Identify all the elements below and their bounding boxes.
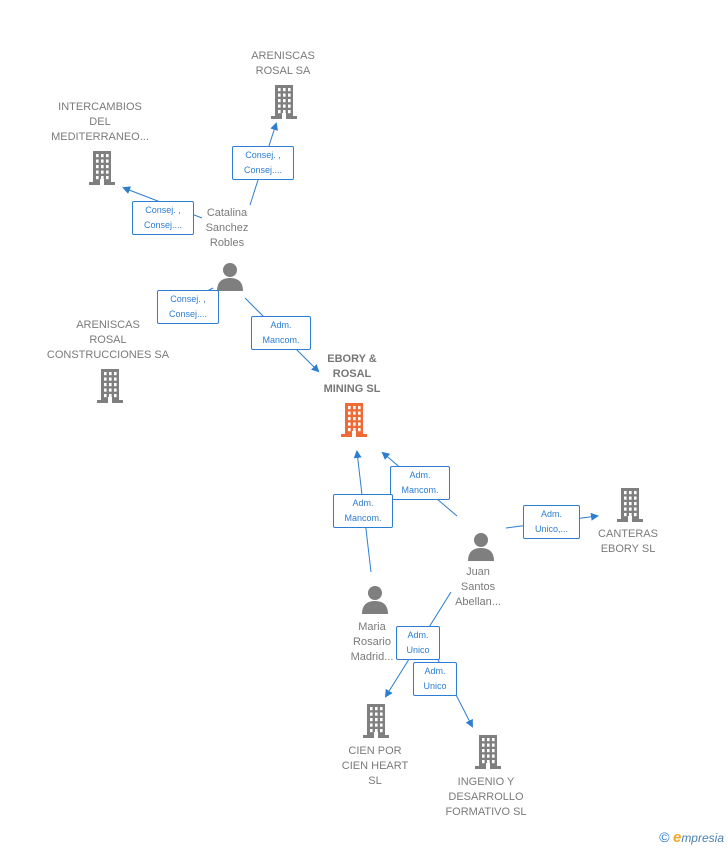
role-badge[interactable]: Adm. Mancom. [390, 466, 450, 500]
building-icon[interactable] [473, 735, 503, 769]
person-icon[interactable] [466, 531, 496, 561]
empresia-logo: © empresia [659, 829, 724, 846]
node-canteras-label[interactable]: CANTERAS EBORY SL [598, 528, 658, 555]
node-intercambios-label[interactable]: INTERCAMBIOS DEL MEDITERRANEO... [51, 101, 149, 143]
role-badge[interactable]: Consej. , Consej.... [132, 201, 194, 235]
node-cien-label[interactable]: CIEN POR CIEN HEART SL [341, 745, 409, 787]
person-icon[interactable] [360, 584, 390, 614]
building-icon[interactable] [87, 151, 117, 185]
role-badge[interactable]: Consej. , Consej.... [232, 146, 294, 180]
role-badge[interactable]: Adm. Mancom. [251, 316, 311, 350]
brand-name: mpresia [681, 831, 724, 845]
role-badge[interactable]: Adm. Unico [413, 662, 457, 696]
node-ingenio-label[interactable]: INGENIO Y DESARROLLO FORMATIVO SL [445, 776, 527, 818]
building-icon[interactable] [615, 488, 645, 522]
role-badge[interactable]: Adm. Mancom. [333, 494, 393, 528]
role-badge[interactable]: Adm. Unico,... [523, 505, 580, 539]
node-juan-label[interactable]: Juan Santos Abellan... [455, 566, 501, 608]
node-catalina-label[interactable]: Catalina Sanchez Robles [205, 207, 249, 249]
role-badge[interactable]: Adm. Unico [396, 626, 440, 660]
person-icon[interactable] [215, 261, 245, 291]
building-icon[interactable] [269, 85, 299, 119]
brand-initial: e [672, 829, 682, 846]
node-areniscas-construcciones-label[interactable]: ARENISCAS ROSAL CONSTRUCCIONES SA [46, 319, 170, 361]
node-maria-label[interactable]: Maria Rosario Madrid... [350, 621, 394, 663]
role-badge[interactable]: Consej. , Consej.... [157, 290, 219, 324]
building-icon-main[interactable] [339, 403, 369, 437]
building-icon[interactable] [361, 704, 391, 738]
node-ebory-rosal-label[interactable]: EBORY & ROSAL MINING SL [323, 353, 381, 395]
copyright-icon: © [659, 829, 670, 845]
building-icon[interactable] [95, 369, 125, 403]
node-areniscas-rosal-sa-label[interactable]: ARENISCAS ROSAL SA [251, 50, 315, 77]
